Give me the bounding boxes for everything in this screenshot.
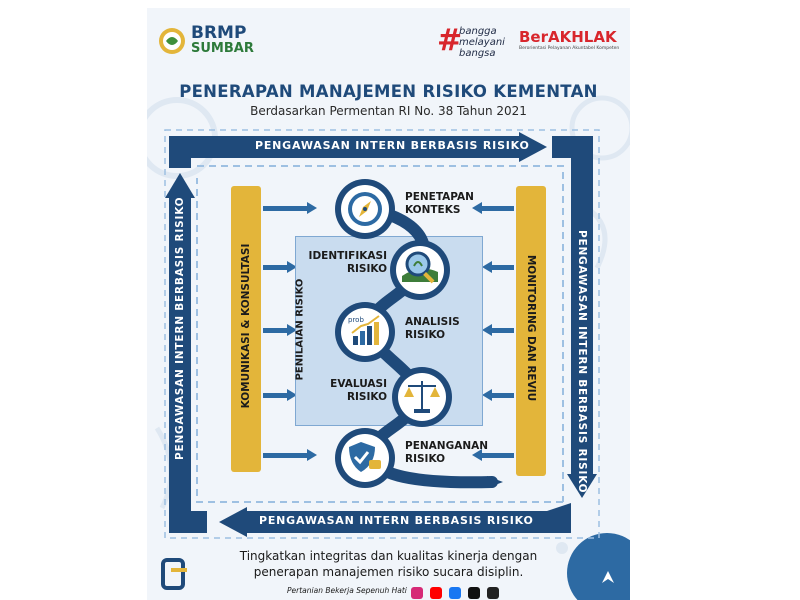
bangga-line2: melayani	[459, 37, 505, 48]
magnifier-icon	[390, 240, 450, 300]
step-5-line1: PENANGANAN	[405, 440, 489, 452]
frame-shapes	[164, 129, 600, 539]
compass-icon	[335, 179, 395, 239]
x-icon[interactable]	[487, 587, 500, 599]
instagram-icon[interactable]	[411, 587, 423, 599]
berakhlak-tagline: Berorientasi Pelayanan Akuntabel Kompete…	[519, 46, 620, 51]
left-pillar	[231, 186, 261, 472]
step-evaluasi-risiko: EVALUASI RISIKO	[300, 378, 387, 404]
bangga-line3: bangsa	[459, 48, 496, 59]
step-4-line1: EVALUASI	[330, 378, 387, 390]
page-subtitle: Berdasarkan Permentan RI No. 38 Tahun 20…	[250, 104, 527, 118]
frame-top-label: PENGAWASAN INTERN BERBASIS RISIKO	[255, 139, 530, 152]
page-title: PENERAPAN MANAJEMEN RISIKO KEMENTAN	[179, 82, 598, 101]
step-identifikasi-risiko: IDENTIFIKASI RISIKO	[300, 250, 387, 276]
berakhlak-logo: BerAKHLAK	[519, 28, 617, 46]
poster: BRMP SUMBAR # bangga melayani bangsa Ber…	[147, 8, 630, 600]
tiktok-icon[interactable]	[468, 587, 481, 599]
frame-bottom-label: PENGAWASAN INTERN BERBASIS RISIKO	[259, 514, 534, 527]
step-5-line2: RISIKO	[405, 453, 446, 465]
youtube-icon[interactable]	[430, 587, 443, 599]
chart-icon-text: prob	[348, 316, 364, 324]
step-3-line1: ANALISIS	[405, 316, 460, 328]
step-penanganan-risiko: PENANGANAN RISIKO	[405, 440, 488, 466]
footer-logo-icon	[161, 558, 187, 590]
step-1-line1: PENETAPAN	[405, 191, 474, 203]
footer-message: Tingkatkan integritas dan kualitas kiner…	[147, 548, 630, 580]
facebook-icon[interactable]	[449, 587, 462, 599]
step-analisis-risiko: ANALISIS RISIKO	[405, 316, 460, 342]
brand-line1: BRMP	[191, 23, 247, 43]
pillar-arrows	[263, 202, 514, 461]
footer-line2: penerapan manajemen risiko sucara disipl…	[253, 565, 524, 579]
brand-line2: SUMBAR	[191, 41, 254, 56]
chart-icon: prob	[335, 302, 395, 362]
right-pillar	[516, 186, 546, 476]
bangga-logo: bangga melayani bangsa	[459, 26, 505, 59]
step-4-line2: RISIKO	[346, 391, 387, 403]
hashtag-icon: #	[437, 23, 463, 58]
step-2-line1: IDENTIFIKASI	[308, 250, 387, 262]
bangga-line1: bangga	[459, 26, 497, 37]
scale-icon	[392, 367, 452, 427]
step-2-line2: RISIKO	[346, 263, 387, 275]
step-penetapan-konteks: PENETAPAN KONTEKS	[405, 191, 474, 217]
brmp-logo-icon	[159, 28, 185, 54]
step-3-line2: RISIKO	[405, 329, 446, 341]
footer-slogan: Pertanian Bekerja Sepenuh Hati	[287, 586, 407, 595]
footer-line1: Tingkatkan integritas dan kualitas kiner…	[239, 549, 538, 563]
social-icons	[411, 584, 501, 600]
shield-icon	[335, 428, 395, 488]
step-1-line2: KONTEKS	[405, 204, 461, 216]
